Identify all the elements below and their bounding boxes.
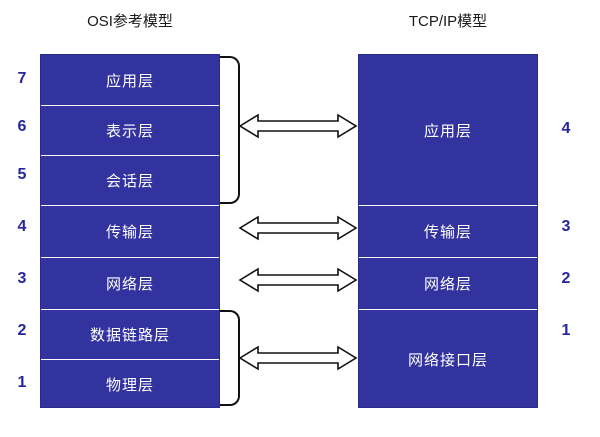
osi-layer-number-3: 3 — [17, 270, 27, 287]
osi-layer-session[interactable]: 会话层 — [41, 155, 219, 205]
arrow-network — [238, 266, 358, 294]
osi-stack: 应用层 表示层 会话层 传输层 网络层 数据链路层 物理层 — [40, 54, 220, 408]
osi-layer-number-6: 6 — [17, 118, 27, 135]
tcpip-layer-number-4: 4 — [561, 120, 571, 137]
arrow-link — [238, 344, 358, 372]
osi-layer-network[interactable]: 网络层 — [41, 257, 219, 309]
tcpip-layer-application[interactable]: 应用层 — [423, 122, 472, 140]
brace-upper-layers — [220, 56, 240, 204]
brace-lower-layers — [220, 310, 240, 406]
osi-layer-number-7: 7 — [17, 70, 27, 87]
osi-layer-application[interactable]: 应用层 — [105, 72, 154, 90]
tcpip-layer-transport[interactable]: 传输层 — [359, 205, 537, 257]
tcpip-layer-number-3: 3 — [561, 218, 571, 235]
arrow-transport — [238, 214, 358, 242]
osi-layer-number-1: 1 — [17, 374, 27, 391]
tcpip-layer-network[interactable]: 网络层 — [359, 257, 537, 309]
tcpip-layer-network-interface[interactable]: 网络接口层 — [359, 309, 537, 409]
tcpip-model-title: TCP/IP模型 — [408, 13, 488, 30]
osi-layer-number-4: 4 — [17, 218, 27, 235]
osi-layer-number-5: 5 — [17, 166, 27, 183]
arrow-application — [238, 112, 358, 140]
osi-layer-datalink[interactable]: 数据链路层 — [41, 309, 219, 359]
tcpip-layer-number-1: 1 — [561, 322, 571, 339]
osi-layer-number-2: 2 — [17, 322, 27, 339]
osi-layer-physical[interactable]: 物理层 — [41, 359, 219, 409]
osi-layer-transport[interactable]: 传输层 — [41, 205, 219, 257]
tcpip-layer-number-2: 2 — [561, 270, 571, 287]
tcpip-stack: 应用层 传输层 网络层 网络接口层 — [358, 54, 538, 408]
osi-model-title: OSI参考模型 — [87, 13, 173, 30]
osi-layer-presentation[interactable]: 表示层 — [41, 105, 219, 155]
